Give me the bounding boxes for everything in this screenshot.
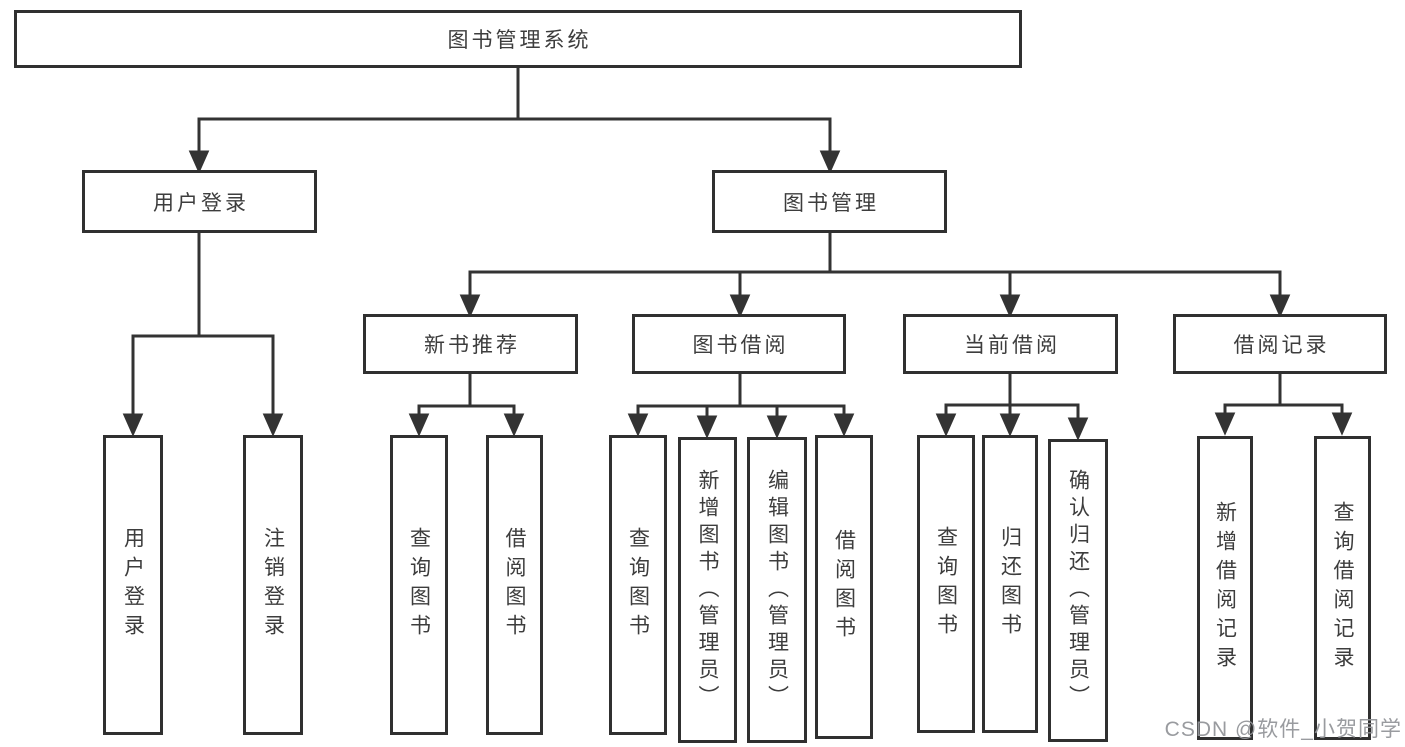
leaf-query-books-1: 查询图书 [390, 435, 448, 735]
leaf-label: 新增借阅记录 [1213, 501, 1237, 675]
leaf-confirm-return-admin: 确认归还（管理员） [1048, 439, 1108, 742]
leaf-user-login: 用户登录 [103, 435, 163, 735]
leaf-label: 查询借阅记录 [1331, 501, 1354, 675]
leaf-label: 归还图书 [998, 526, 1022, 642]
node-root-system: 图书管理系统 [14, 10, 1022, 68]
leaf-label: 注销登录 [261, 527, 285, 643]
leaf-label: 新增图书（管理员） [696, 468, 719, 712]
leaf-query-books-2: 查询图书 [609, 435, 667, 735]
leaf-add-borrow-record: 新增借阅记录 [1197, 436, 1253, 740]
leaf-label: 用户登录 [121, 527, 145, 643]
leaf-label: 确认归还（管理员） [1066, 469, 1090, 712]
node-book-management-branch: 图书管理 [712, 170, 947, 233]
node-current-borrowing: 当前借阅 [903, 314, 1118, 374]
leaf-label: 编辑图书（管理员） [765, 468, 789, 712]
leaf-label: 借阅图书 [503, 527, 526, 643]
leaf-add-books-admin: 新增图书（管理员） [678, 437, 737, 743]
node-new-book-recommend: 新书推荐 [363, 314, 578, 374]
leaf-query-borrow-record: 查询借阅记录 [1314, 436, 1371, 740]
node-user-login-branch: 用户登录 [82, 170, 317, 233]
leaf-query-books-3: 查询图书 [917, 435, 975, 733]
node-book-borrowing: 图书借阅 [632, 314, 846, 374]
leaf-logout: 注销登录 [243, 435, 303, 735]
leaf-label: 借阅图书 [832, 529, 856, 645]
node-borrowing-records: 借阅记录 [1173, 314, 1387, 374]
leaf-borrow-books-2: 借阅图书 [815, 435, 873, 739]
leaf-label: 查询图书 [407, 527, 431, 643]
leaf-borrow-books-1: 借阅图书 [486, 435, 543, 735]
leaf-edit-books-admin: 编辑图书（管理员） [747, 437, 807, 743]
leaf-label: 查询图书 [934, 526, 958, 642]
leaf-label: 查询图书 [626, 527, 650, 643]
leaf-return-books: 归还图书 [982, 435, 1038, 733]
